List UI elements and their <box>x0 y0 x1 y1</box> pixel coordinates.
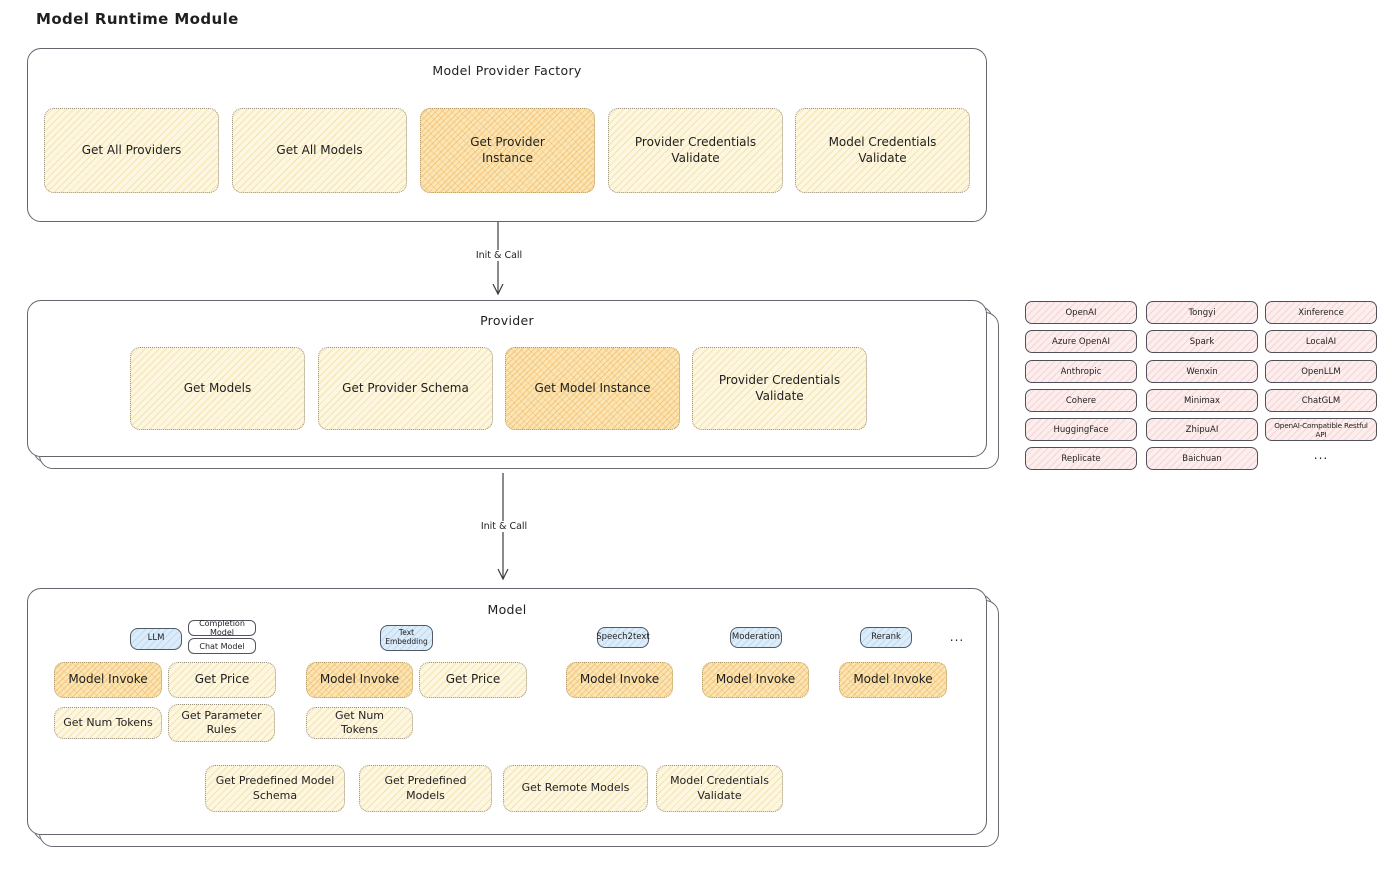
model-box-get-remote-models: Get Remote Models <box>503 765 648 812</box>
provider-pill-azure-openai: Azure OpenAI <box>1025 330 1137 353</box>
factory-box-get-all-providers: Get All Providers <box>44 108 219 193</box>
model-types-more: ... <box>949 630 965 644</box>
llm-model-invoke: Model Invoke <box>54 662 162 698</box>
provider-pill-xinference: Xinference <box>1265 301 1377 324</box>
tab-completion-model: Completion Model <box>188 619 256 637</box>
provider-grid-more: ... <box>1313 448 1329 462</box>
rerank-model-invoke: Model Invoke <box>839 662 947 698</box>
moderation-model-invoke: Model Invoke <box>702 662 809 698</box>
provider-pill-spark: Spark <box>1146 330 1258 353</box>
diagram-title: Model Runtime Module <box>36 10 239 28</box>
provider-pill-openai: OpenAI <box>1025 301 1137 324</box>
provider-pill-huggingface: HuggingFace <box>1025 418 1137 441</box>
llm-get-num-tokens: Get Num Tokens <box>54 707 162 739</box>
provider-box-get-model-instance: Get Model Instance <box>505 347 680 430</box>
init-call-label-1: Init & Call <box>471 250 527 261</box>
te-get-price: Get Price <box>419 662 527 698</box>
provider-pill-baichuan: Baichuan <box>1146 447 1258 470</box>
provider-box-provider-credentials-validate: Provider Credentials Validate <box>692 347 867 430</box>
s2t-model-invoke: Model Invoke <box>566 662 673 698</box>
te-model-invoke: Model Invoke <box>306 662 413 698</box>
provider-pill-anthropic: Anthropic <box>1025 360 1137 383</box>
provider-pill-minimax: Minimax <box>1146 389 1258 412</box>
model-box-get-predefined-models: Get Predefined Models <box>359 765 492 812</box>
factory-box-provider-credentials-validate: Provider Credentials Validate <box>608 108 783 193</box>
provider-pill-tongyi: Tongyi <box>1146 301 1258 324</box>
te-get-num-tokens: Get Num Tokens <box>306 707 413 739</box>
factory-box-model-credentials-validate: Model Credentials Validate <box>795 108 970 193</box>
provider-pill-openai-compatible-restful-api: OpenAI-Compatible Restful API <box>1265 418 1377 441</box>
provider-box-get-models: Get Models <box>130 347 305 430</box>
model-panel-title: Model <box>487 602 527 617</box>
provider-pill-zhipuai: ZhipuAI <box>1146 418 1258 441</box>
tab-rerank: Rerank <box>860 627 912 648</box>
tab-moderation: Moderation <box>730 627 782 648</box>
factory-box-get-all-models: Get All Models <box>232 108 407 193</box>
provider-pill-chatglm: ChatGLM <box>1265 389 1377 412</box>
provider-pill-openllm: OpenLLM <box>1265 360 1377 383</box>
provider-pill-replicate: Replicate <box>1025 447 1137 470</box>
factory-box-get-provider-instance: Get Provider Instance <box>420 108 595 193</box>
model-box-get-predefined-model-schema: Get Predefined Model Schema <box>205 765 345 812</box>
llm-get-parameter-rules: Get Parameter Rules <box>168 704 275 742</box>
model-box-model-credentials-validate: Model Credentials Validate <box>656 765 783 812</box>
provider-pill-localai: LocalAI <box>1265 330 1377 353</box>
provider-pill-wenxin: Wenxin <box>1146 360 1258 383</box>
tab-speech2text: Speech2text <box>596 627 650 648</box>
tab-llm: LLM <box>130 628 182 650</box>
provider-box-get-provider-schema: Get Provider Schema <box>318 347 493 430</box>
tab-chat-model: Chat Model <box>188 638 256 654</box>
provider-pill-cohere: Cohere <box>1025 389 1137 412</box>
llm-get-price: Get Price <box>168 662 276 698</box>
init-call-label-2: Init & Call <box>476 521 532 532</box>
factory-panel-title: Model Provider Factory <box>432 63 582 78</box>
tab-text-embedding: Text Embedding <box>380 625 433 651</box>
provider-panel-title: Provider <box>480 313 534 328</box>
